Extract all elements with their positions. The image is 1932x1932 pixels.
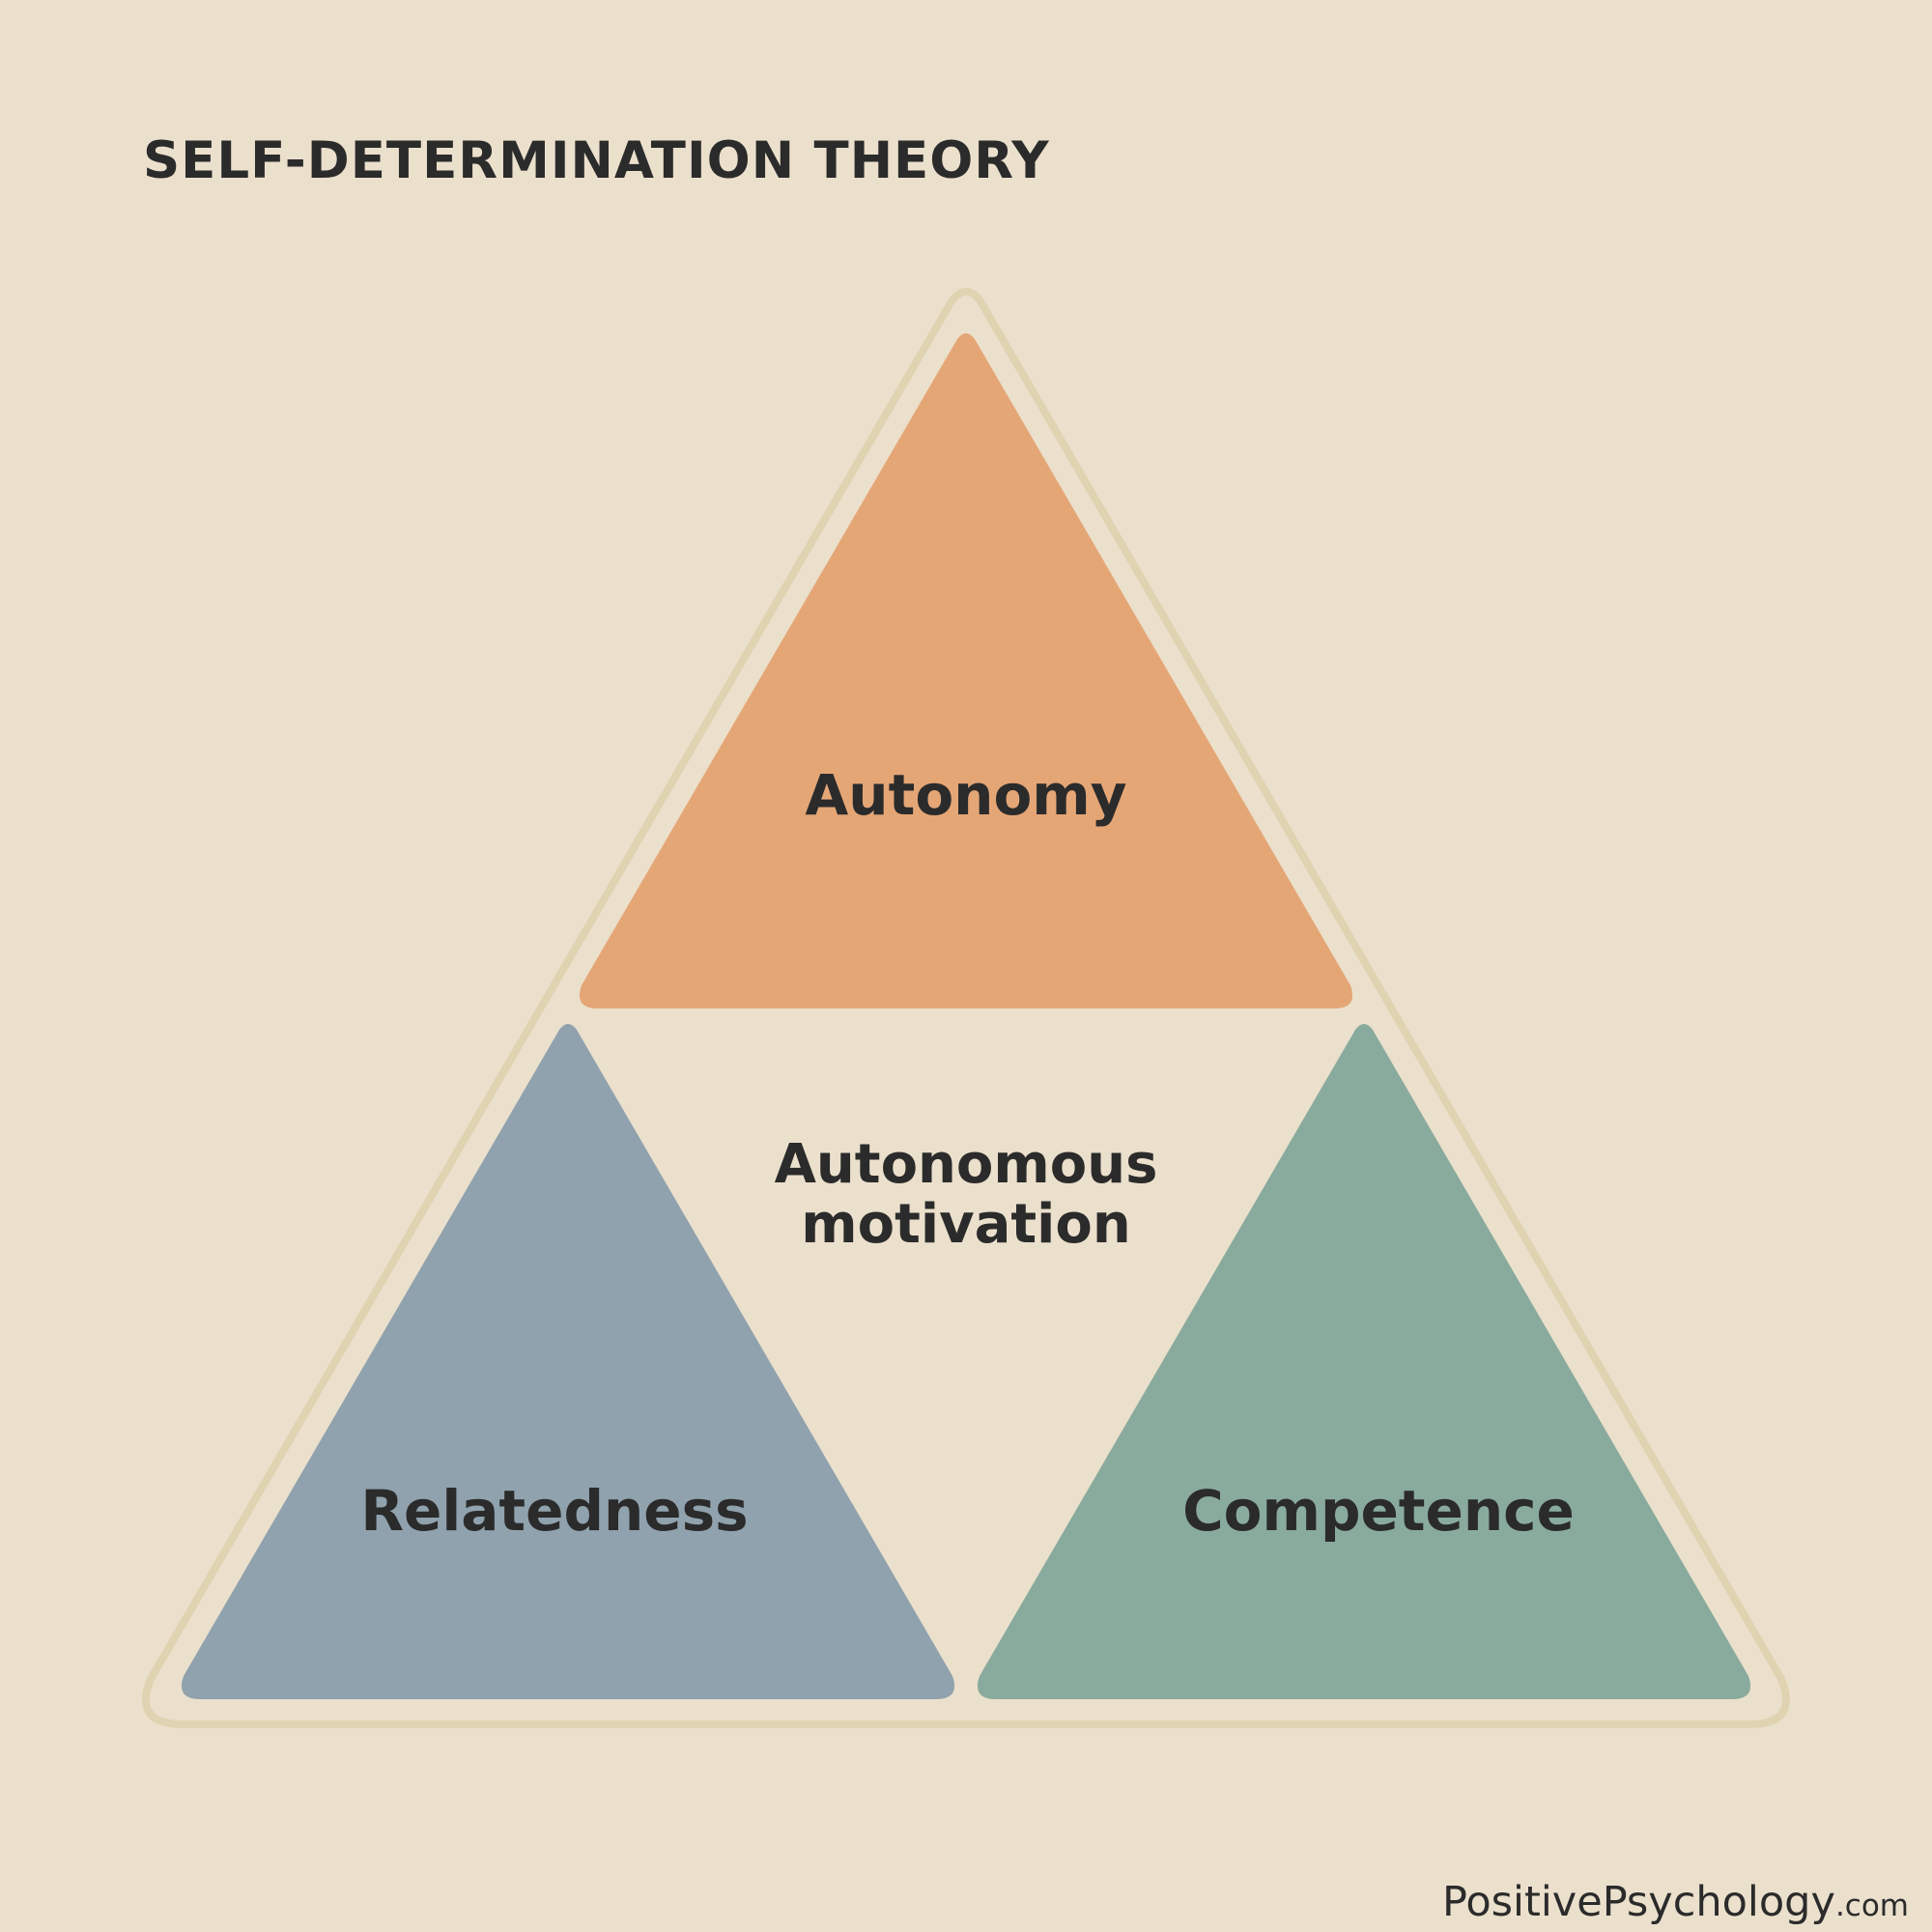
brand-name: PositivePsychology	[1441, 1878, 1835, 1926]
autonomy-label: Autonomy	[805, 762, 1126, 828]
competence-label: Competence	[1182, 1478, 1575, 1544]
relatedness-triangle	[181, 1024, 955, 1699]
competence-triangle	[977, 1024, 1751, 1699]
center-label-line1: Autonomous	[775, 1133, 1158, 1196]
brand-suffix: .com	[1834, 1889, 1909, 1923]
autonomy-triangle	[579, 333, 1353, 1009]
brand-logo-text: PositivePsychology.com	[1426, 1882, 1909, 1923]
center-label-line2: motivation	[801, 1193, 1130, 1256]
outer-triangle-outline	[142, 288, 1790, 1728]
page-title: SELF-DETERMINATION THEORY	[143, 131, 1050, 190]
relatedness-label: Relatedness	[360, 1478, 748, 1544]
